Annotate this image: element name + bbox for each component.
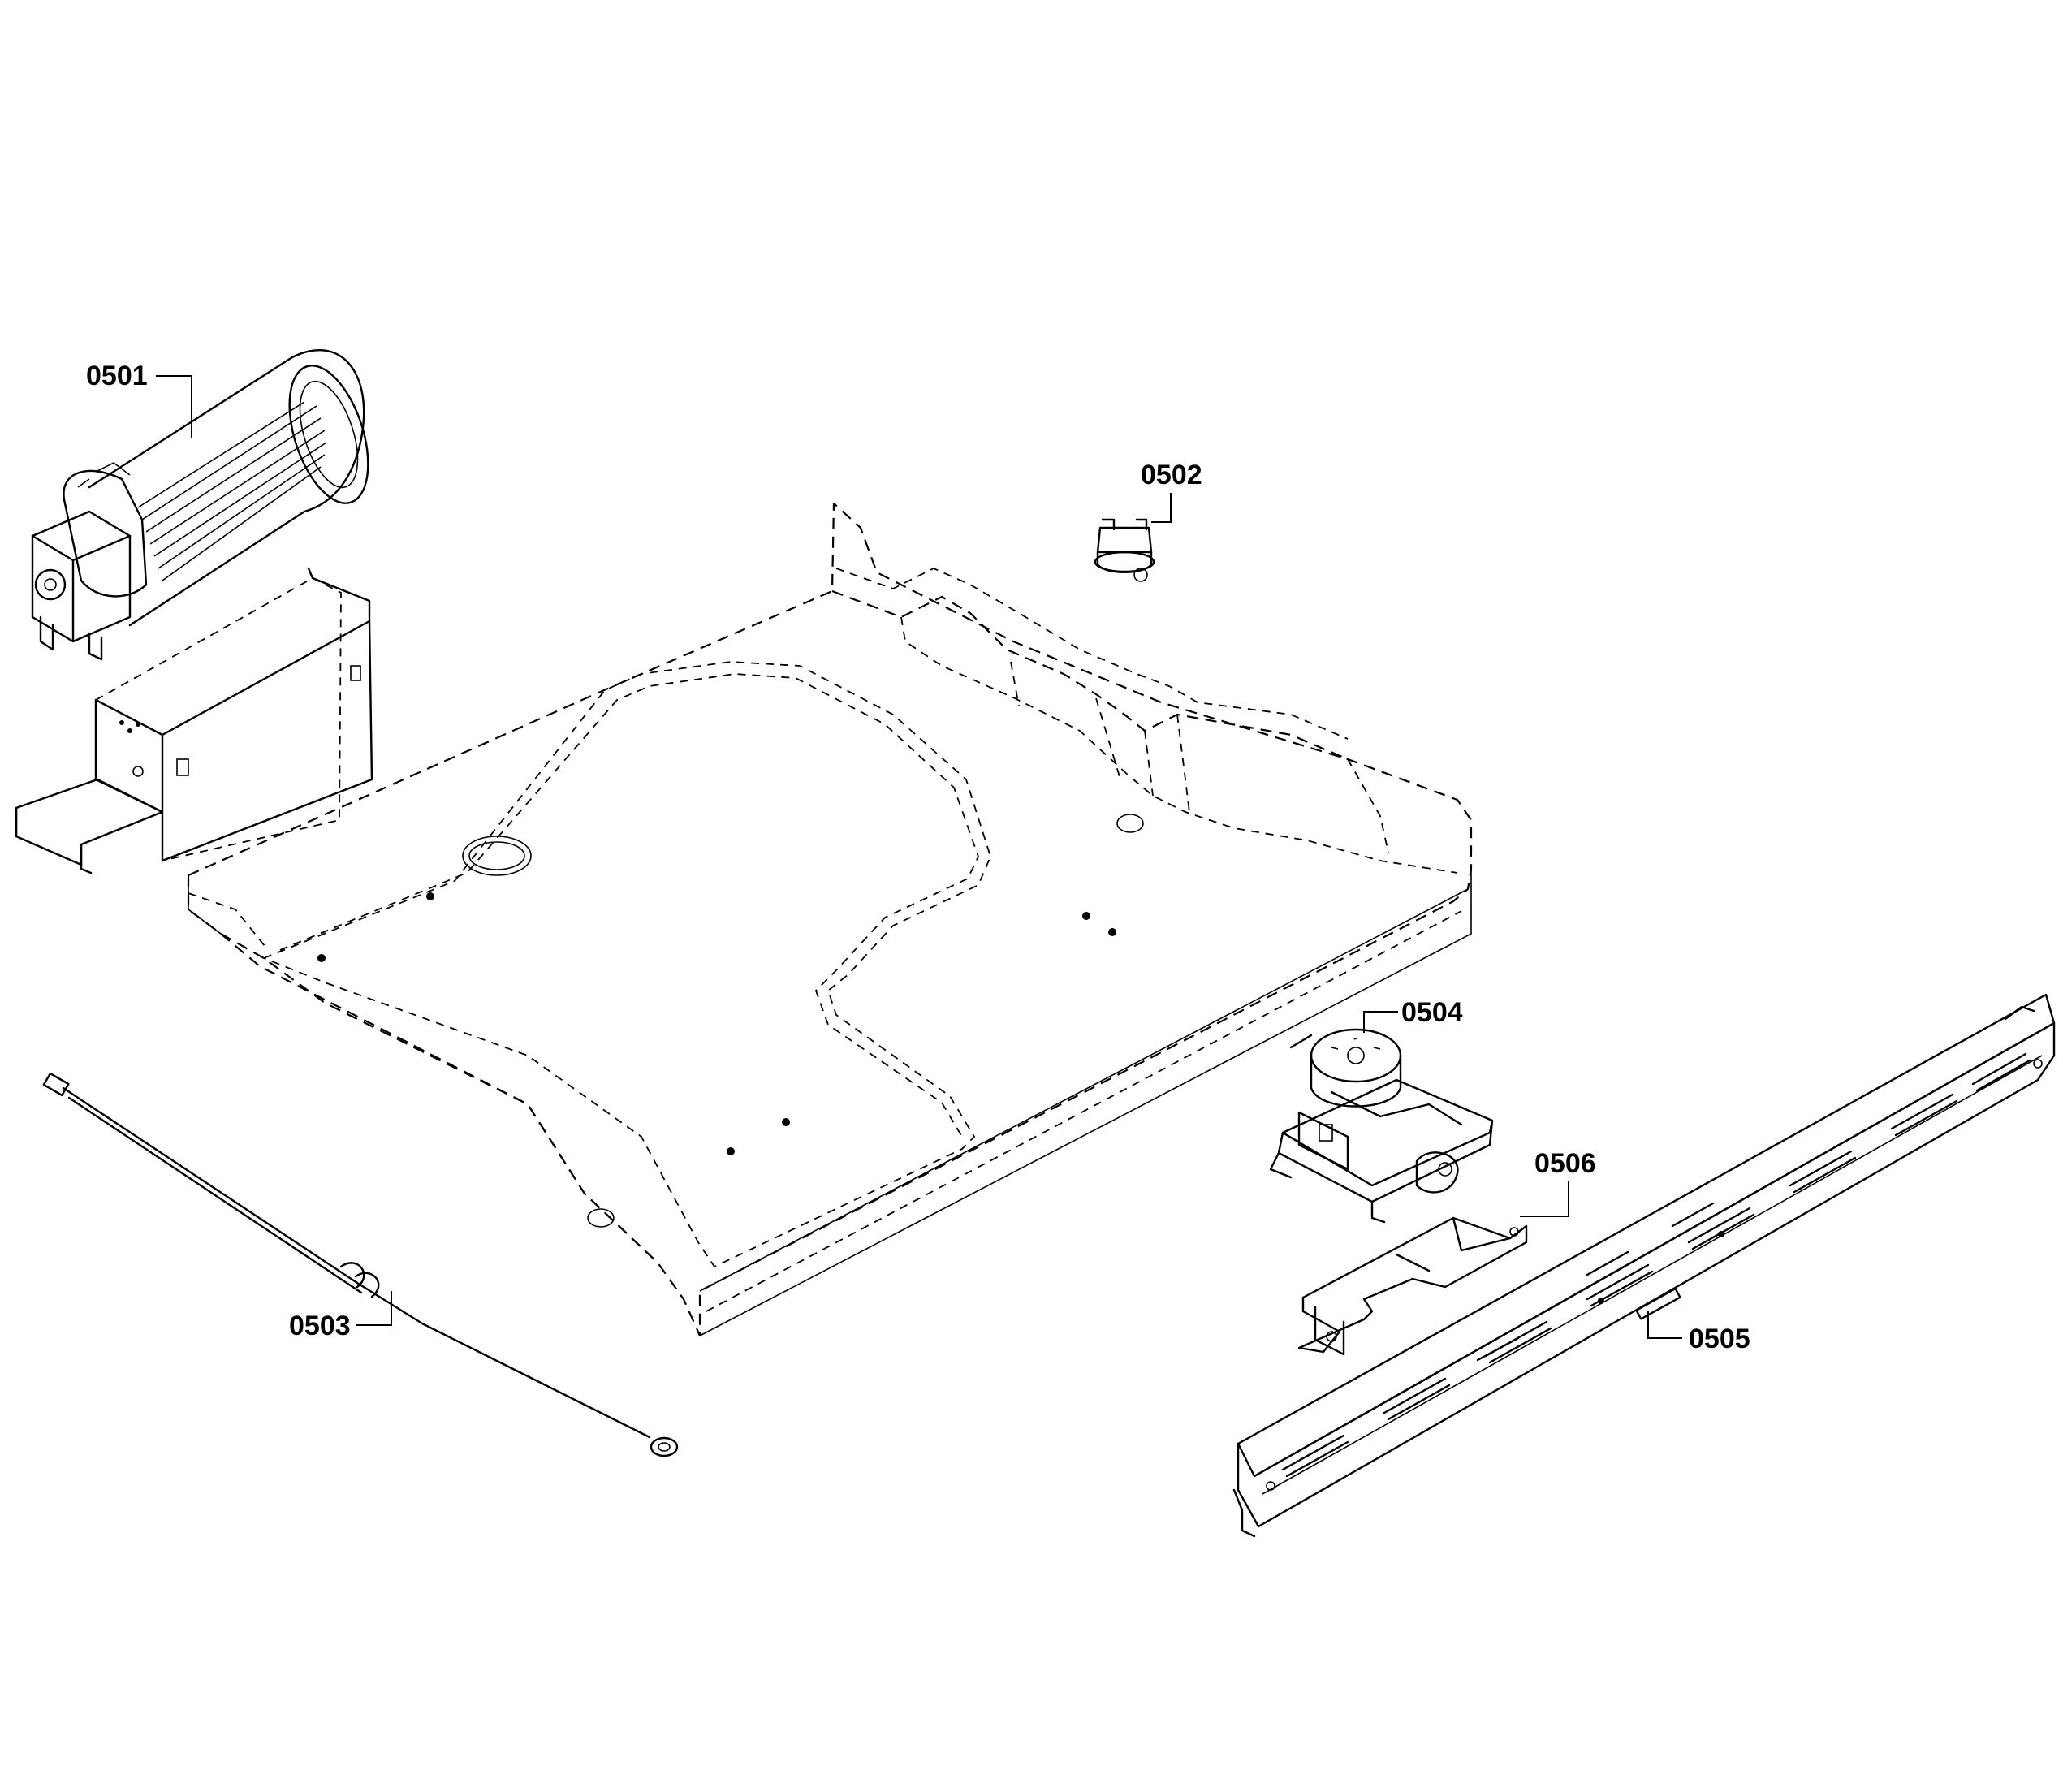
thermostat-limit-switch[interactable] bbox=[1094, 518, 1155, 582]
rail-slots bbox=[1281, 1052, 2031, 1478]
door-lock-rail[interactable] bbox=[1232, 993, 2056, 1538]
callout-0501: 0501 bbox=[86, 361, 192, 438]
callout-0502: 0502 bbox=[1141, 460, 1202, 523]
oven-floor-outline bbox=[187, 502, 1473, 1337]
callout-0503: 0503 bbox=[289, 1291, 392, 1341]
callout-label-0502: 0502 bbox=[1141, 460, 1202, 490]
callout-label-0506: 0506 bbox=[1534, 1148, 1596, 1179]
convection-fan-motor[interactable] bbox=[31, 349, 383, 661]
callout-0504: 0504 bbox=[1363, 997, 1463, 1033]
door-lock-motor-assembly[interactable] bbox=[1269, 1028, 1494, 1224]
callout-label-0505: 0505 bbox=[1689, 1323, 1750, 1354]
ground-wire[interactable] bbox=[42, 1072, 679, 1457]
callout-0506: 0506 bbox=[1520, 1148, 1596, 1217]
latch-bracket[interactable] bbox=[1297, 1216, 1528, 1356]
callout-label-0504: 0504 bbox=[1401, 997, 1463, 1028]
callout-0505: 0505 bbox=[1647, 1311, 1750, 1354]
callout-label-0501: 0501 bbox=[86, 361, 148, 391]
callout-label-0503: 0503 bbox=[289, 1311, 351, 1341]
fan-mounting-bracket[interactable] bbox=[15, 567, 373, 874]
